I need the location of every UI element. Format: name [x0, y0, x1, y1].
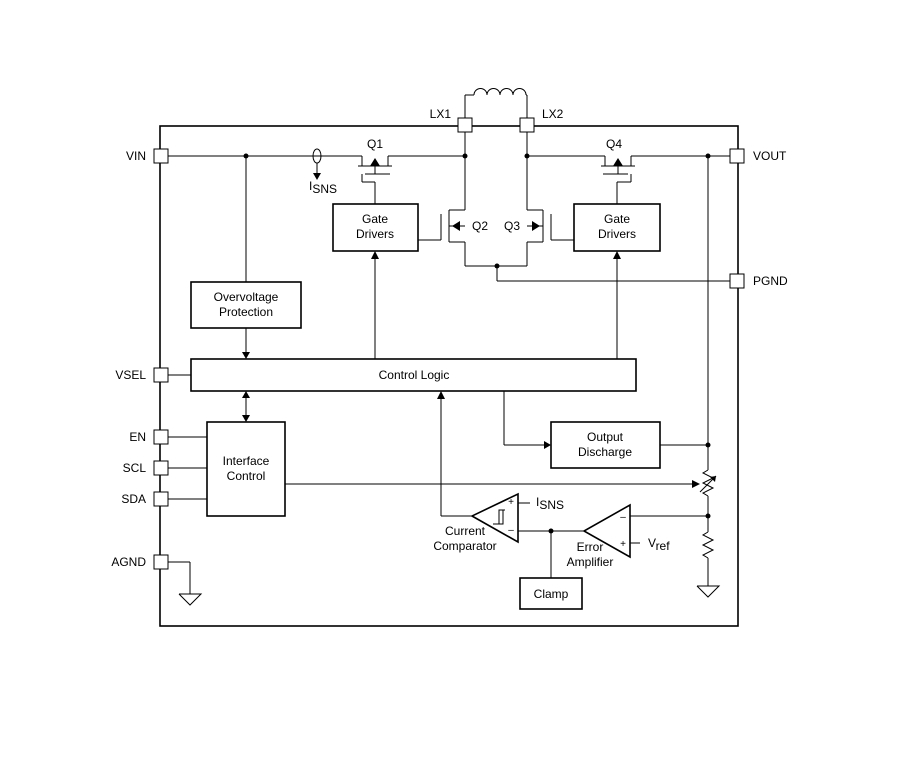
control-logic-label: Control Logic	[379, 368, 450, 382]
label-q4: Q4	[606, 137, 622, 151]
interface-control	[206, 421, 286, 517]
pin-pgnd	[729, 273, 745, 289]
label-agnd: AGND	[111, 555, 146, 569]
pin-en	[153, 429, 169, 445]
output-discharge-line1: Output	[587, 430, 624, 444]
comparator-plus: +	[508, 497, 514, 508]
comparator-minus: –	[508, 525, 514, 536]
error-amp-plus: +	[620, 539, 626, 550]
pin-scl	[153, 460, 169, 476]
label-q2: Q2	[472, 219, 488, 233]
error-amplifier	[582, 503, 640, 559]
control-logic	[190, 358, 637, 392]
label-isns-main: ISNS	[309, 179, 337, 196]
current-comparator-line2: Comparator	[433, 539, 496, 553]
interface-control-line1: Interface	[223, 454, 270, 468]
gate-drivers-right-line2: Drivers	[598, 227, 636, 241]
overvoltage-line1: Overvoltage	[214, 290, 279, 304]
pin-lx1	[457, 117, 473, 133]
label-q3: Q3	[504, 219, 520, 233]
error-amp-minus: –	[620, 512, 626, 523]
label-isns-comparator: ISNS	[536, 495, 564, 512]
clamp	[519, 577, 583, 610]
label-en: EN	[129, 430, 146, 444]
label-vref: Vref	[648, 536, 670, 553]
overvoltage-protection	[190, 281, 302, 329]
q3-transistor	[526, 209, 574, 266]
output-discharge	[550, 421, 661, 469]
pin-vsel	[153, 367, 169, 383]
label-lx1: LX1	[430, 107, 452, 121]
interface-control-line2: Control	[227, 469, 266, 483]
label-q1: Q1	[367, 137, 383, 151]
clamp-label: Clamp	[534, 587, 569, 601]
gate-drivers-left-line2: Drivers	[356, 227, 394, 241]
output-discharge-line2: Discharge	[578, 445, 632, 459]
current-comparator-line1: Current	[445, 524, 486, 538]
label-vout: VOUT	[753, 149, 787, 163]
error-amplifier-line2: Amplifier	[567, 555, 614, 569]
pin-agnd	[153, 554, 169, 570]
q1-transistor	[358, 155, 465, 204]
inductor	[464, 88, 528, 118]
error-amplifier-line1: Error	[577, 540, 604, 554]
gate-drivers-right-line1: Gate	[604, 212, 630, 226]
label-vin: VIN	[126, 149, 146, 163]
gate-drivers-right	[573, 203, 661, 252]
q2-transistor	[418, 209, 466, 266]
pin-vin	[153, 148, 169, 164]
current-comparator	[470, 492, 530, 544]
label-lx2: LX2	[542, 107, 564, 121]
gate-drivers-left-line1: Gate	[362, 212, 388, 226]
label-sda: SDA	[121, 492, 146, 506]
pin-sda	[153, 491, 169, 507]
overvoltage-line2: Protection	[219, 305, 273, 319]
pin-vout	[729, 148, 745, 164]
q4-transistor	[601, 155, 730, 204]
pin-lx2	[519, 117, 535, 133]
gate-drivers-left	[332, 203, 419, 252]
label-pgnd: PGND	[753, 274, 788, 288]
label-vsel: VSEL	[115, 368, 146, 382]
label-scl: SCL	[123, 461, 147, 475]
feedback-resistors	[696, 469, 721, 598]
